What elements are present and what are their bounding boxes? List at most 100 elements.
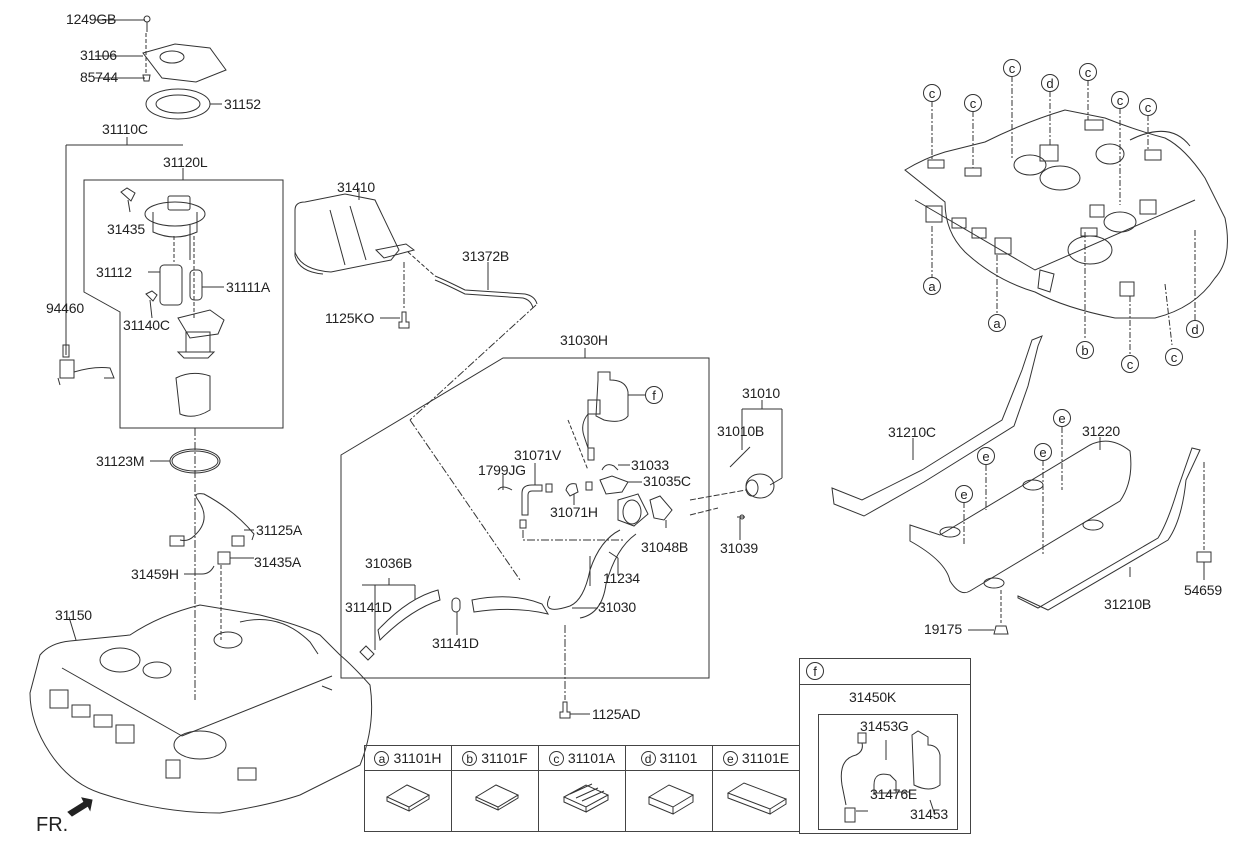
part-label-19175[interactable]: 19175 — [924, 621, 962, 637]
callout-e: e — [1053, 409, 1071, 427]
part-label-31476e[interactable]: 31476E — [870, 786, 918, 802]
detail-f-drawings — [840, 730, 941, 823]
part-label-31220[interactable]: 31220 — [1082, 423, 1120, 439]
legend-key-d: d — [640, 751, 656, 767]
part-label-31125a[interactable]: 31125A — [256, 522, 303, 538]
part-label-31071h[interactable]: 31071H — [550, 504, 598, 520]
part-label-31410[interactable]: 31410 — [337, 179, 375, 195]
part-label-31030h[interactable]: 31030H — [560, 332, 608, 348]
legend-image-pad-d — [625, 770, 713, 832]
part-label-31030[interactable]: 31030 — [598, 599, 636, 615]
part-label-94460[interactable]: 94460 — [46, 300, 84, 316]
bolt-1125ad-drawing — [559, 701, 590, 719]
legend-key-c: c — [548, 751, 564, 767]
part-label-31210b[interactable]: 31210B — [1104, 596, 1152, 612]
legend-image-pad-b — [451, 770, 539, 832]
legend-key-e: e — [722, 751, 738, 767]
callout-a: a — [923, 277, 941, 295]
callout-leaders-upper — [931, 76, 1196, 355]
part-label-1249gb[interactable]: 1249GB — [66, 11, 117, 27]
legend-part-31101f: 31101F — [481, 749, 528, 766]
part-label-1125ko[interactable]: 1125KO — [325, 310, 375, 326]
part-label-54659[interactable]: 54659 — [1184, 582, 1222, 598]
callout-e: e — [1034, 443, 1052, 461]
part-label-31010b[interactable]: 31010B — [717, 423, 765, 439]
front-indicator-label: FR. — [36, 814, 69, 836]
part-label-31435a[interactable]: 31435A — [254, 554, 302, 570]
callout-f[interactable]: f — [645, 386, 663, 404]
part-label-31210c[interactable]: 31210C — [888, 424, 936, 440]
legend-part-31101: 31101 — [659, 749, 698, 766]
detail-f-box: f 31450K 31453G 31476E 31453 — [799, 658, 971, 834]
fuel-cap-31010-drawing — [689, 400, 783, 540]
callout-c: c — [964, 94, 982, 112]
part-label-31110c[interactable]: 31110C — [102, 121, 148, 137]
callout-c: c — [1003, 59, 1021, 77]
part-label-31036b[interactable]: 31036B — [365, 555, 413, 571]
legend-image-pad-c — [538, 770, 626, 832]
pump-module-box-31120l — [83, 179, 284, 429]
callout-e: e — [977, 447, 995, 465]
part-label-31106[interactable]: 31106 — [80, 47, 117, 63]
callout-c: c — [1165, 348, 1183, 366]
callout-c: c — [923, 84, 941, 102]
part-label-31141d-2[interactable]: 31141D — [432, 635, 479, 651]
callout-e: e — [955, 485, 973, 503]
strap-31210b-drawing — [1017, 447, 1212, 611]
legend-image-pad-e — [712, 770, 800, 832]
cover-plate-31106-drawing — [95, 43, 227, 83]
part-label-85744[interactable]: 85744 — [80, 69, 118, 85]
callout-c: c — [1139, 98, 1157, 116]
part-label-31150[interactable]: 31150 — [55, 607, 92, 623]
part-label-31048b[interactable]: 31048B — [641, 539, 689, 555]
fuel-tank-31150-drawing — [29, 604, 373, 814]
detail-f-header: f — [800, 659, 970, 685]
grommet-85744-drawing — [95, 74, 151, 82]
legend-part-31101h: 31101H — [393, 749, 442, 766]
strap-31210c-drawing — [831, 335, 1043, 517]
part-label-31459h[interactable]: 31459H — [131, 566, 179, 582]
legend-image-pad-a — [364, 770, 452, 832]
part-label-31120l[interactable]: 31120L — [163, 154, 208, 170]
detail-f-key: f — [806, 662, 824, 680]
bolt-1249gb-drawing — [95, 15, 151, 32]
part-label-31141d-1[interactable]: 31141D — [345, 599, 392, 615]
hose-31372b-drawing — [407, 251, 538, 421]
fuel-tank-upper-view-drawing — [904, 109, 1228, 319]
part-label-31453[interactable]: 31453 — [910, 806, 948, 822]
part-label-11234[interactable]: 11234 — [603, 570, 640, 586]
callout-d: d — [1186, 320, 1204, 338]
ring-31152-drawing — [145, 88, 222, 120]
callout-d: d — [1041, 74, 1059, 92]
part-label-31152[interactable]: 31152 — [224, 96, 261, 112]
callout-c: c — [1079, 63, 1097, 81]
part-label-31435[interactable]: 31435 — [107, 221, 145, 237]
part-label-31140c[interactable]: 31140C — [123, 317, 170, 333]
part-label-31453g[interactable]: 31453G — [860, 718, 909, 734]
part-label-31112[interactable]: 31112 — [96, 264, 132, 280]
part-label-31033[interactable]: 31033 — [631, 457, 669, 473]
part-label-31071v[interactable]: 31071V — [514, 447, 562, 463]
part-label-31010[interactable]: 31010 — [742, 385, 780, 401]
part-label-31035c[interactable]: 31035C — [643, 473, 691, 489]
part-label-1799jg[interactable]: 1799JG — [478, 462, 526, 478]
part-label-31123m[interactable]: 31123M — [96, 453, 145, 469]
harness-31125a-drawing — [169, 493, 255, 575]
front-arrow-icon — [67, 797, 93, 817]
legend-key-a: a — [374, 751, 390, 767]
part-label-31111a[interactable]: 31111A — [226, 279, 270, 295]
part-label-31372b[interactable]: 31372B — [462, 248, 510, 264]
part-label-31450k[interactable]: 31450K — [849, 689, 897, 705]
callout-a: a — [988, 314, 1006, 332]
part-label-1125ad[interactable]: 1125AD — [592, 706, 641, 722]
sender-94460-drawing — [57, 315, 115, 386]
filler-neck-parts-drawing — [359, 371, 673, 700]
part-label-31039[interactable]: 31039 — [720, 540, 758, 556]
